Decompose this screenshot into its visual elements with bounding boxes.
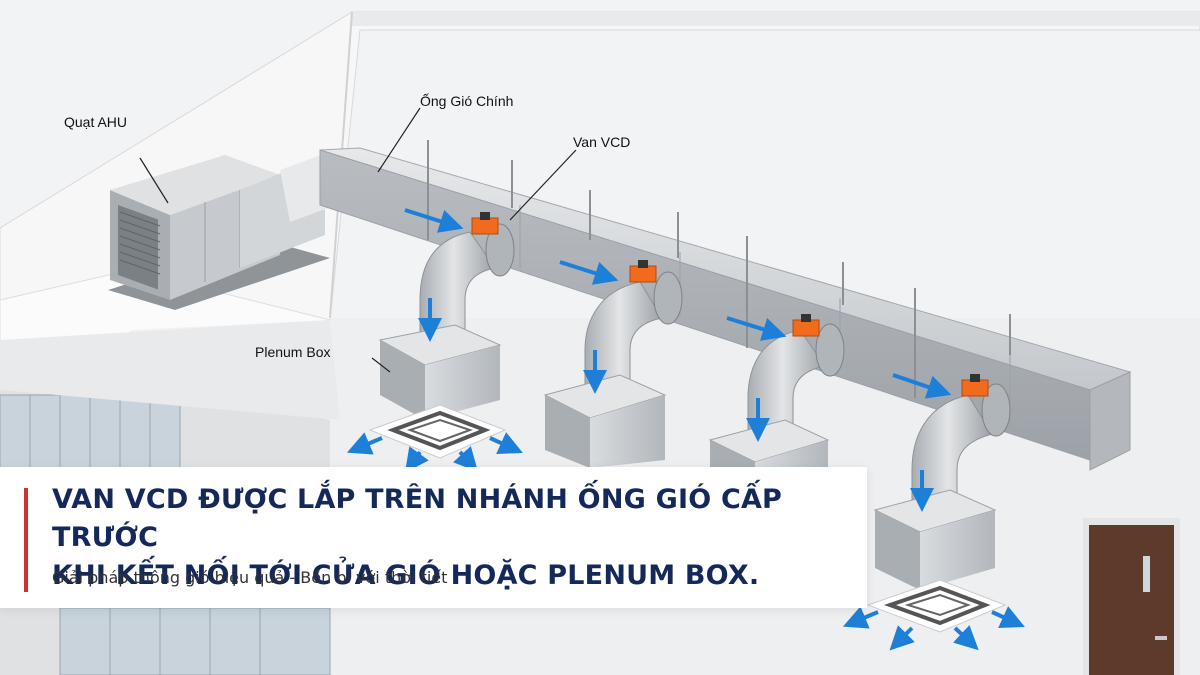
plenum-box-label: Plenum Box — [255, 344, 331, 360]
caption-title: VAN VCD ĐƯỢC LẮP TRÊN NHÁNH ỐNG GIÓ CẤP … — [52, 481, 857, 595]
vcd-valves — [471, 149, 1011, 437]
vcd-label: Van VCD — [573, 134, 631, 150]
caption-title-line-1: VAN VCD ĐƯỢC LẮP TRÊN NHÁNH ỐNG GIÓ CẤP … — [52, 484, 783, 553]
ahu-unit — [108, 148, 350, 310]
main-duct — [319, 107, 1132, 471]
branch-1 — [368, 231, 507, 459]
vcd-valve-4 — [961, 374, 1011, 437]
branch-4 — [866, 394, 1007, 633]
main-duct-label: Ống Gió Chính — [420, 93, 514, 109]
caption-title-line-2: KHI KẾT NỐI TỚI CỬA GIÓ HOẶC PLENUM BOX. — [52, 560, 760, 591]
branch-2 — [543, 281, 667, 468]
vcd-valve-1 — [471, 212, 515, 277]
caption-card — [0, 467, 867, 608]
branch-3 — [708, 329, 830, 468]
airflow-arrows — [346, 208, 1025, 651]
door — [1083, 518, 1180, 675]
vcd-valve-2 — [629, 260, 683, 325]
caption-subtitle: Giải pháp thông gió hiệu quả - Bền bỉ vớ… — [52, 568, 448, 587]
ahu-label: Quạt AHU — [64, 114, 128, 130]
caption-accent-bar — [24, 488, 28, 592]
vcd-valve-3 — [792, 314, 845, 377]
window-band — [0, 394, 331, 675]
